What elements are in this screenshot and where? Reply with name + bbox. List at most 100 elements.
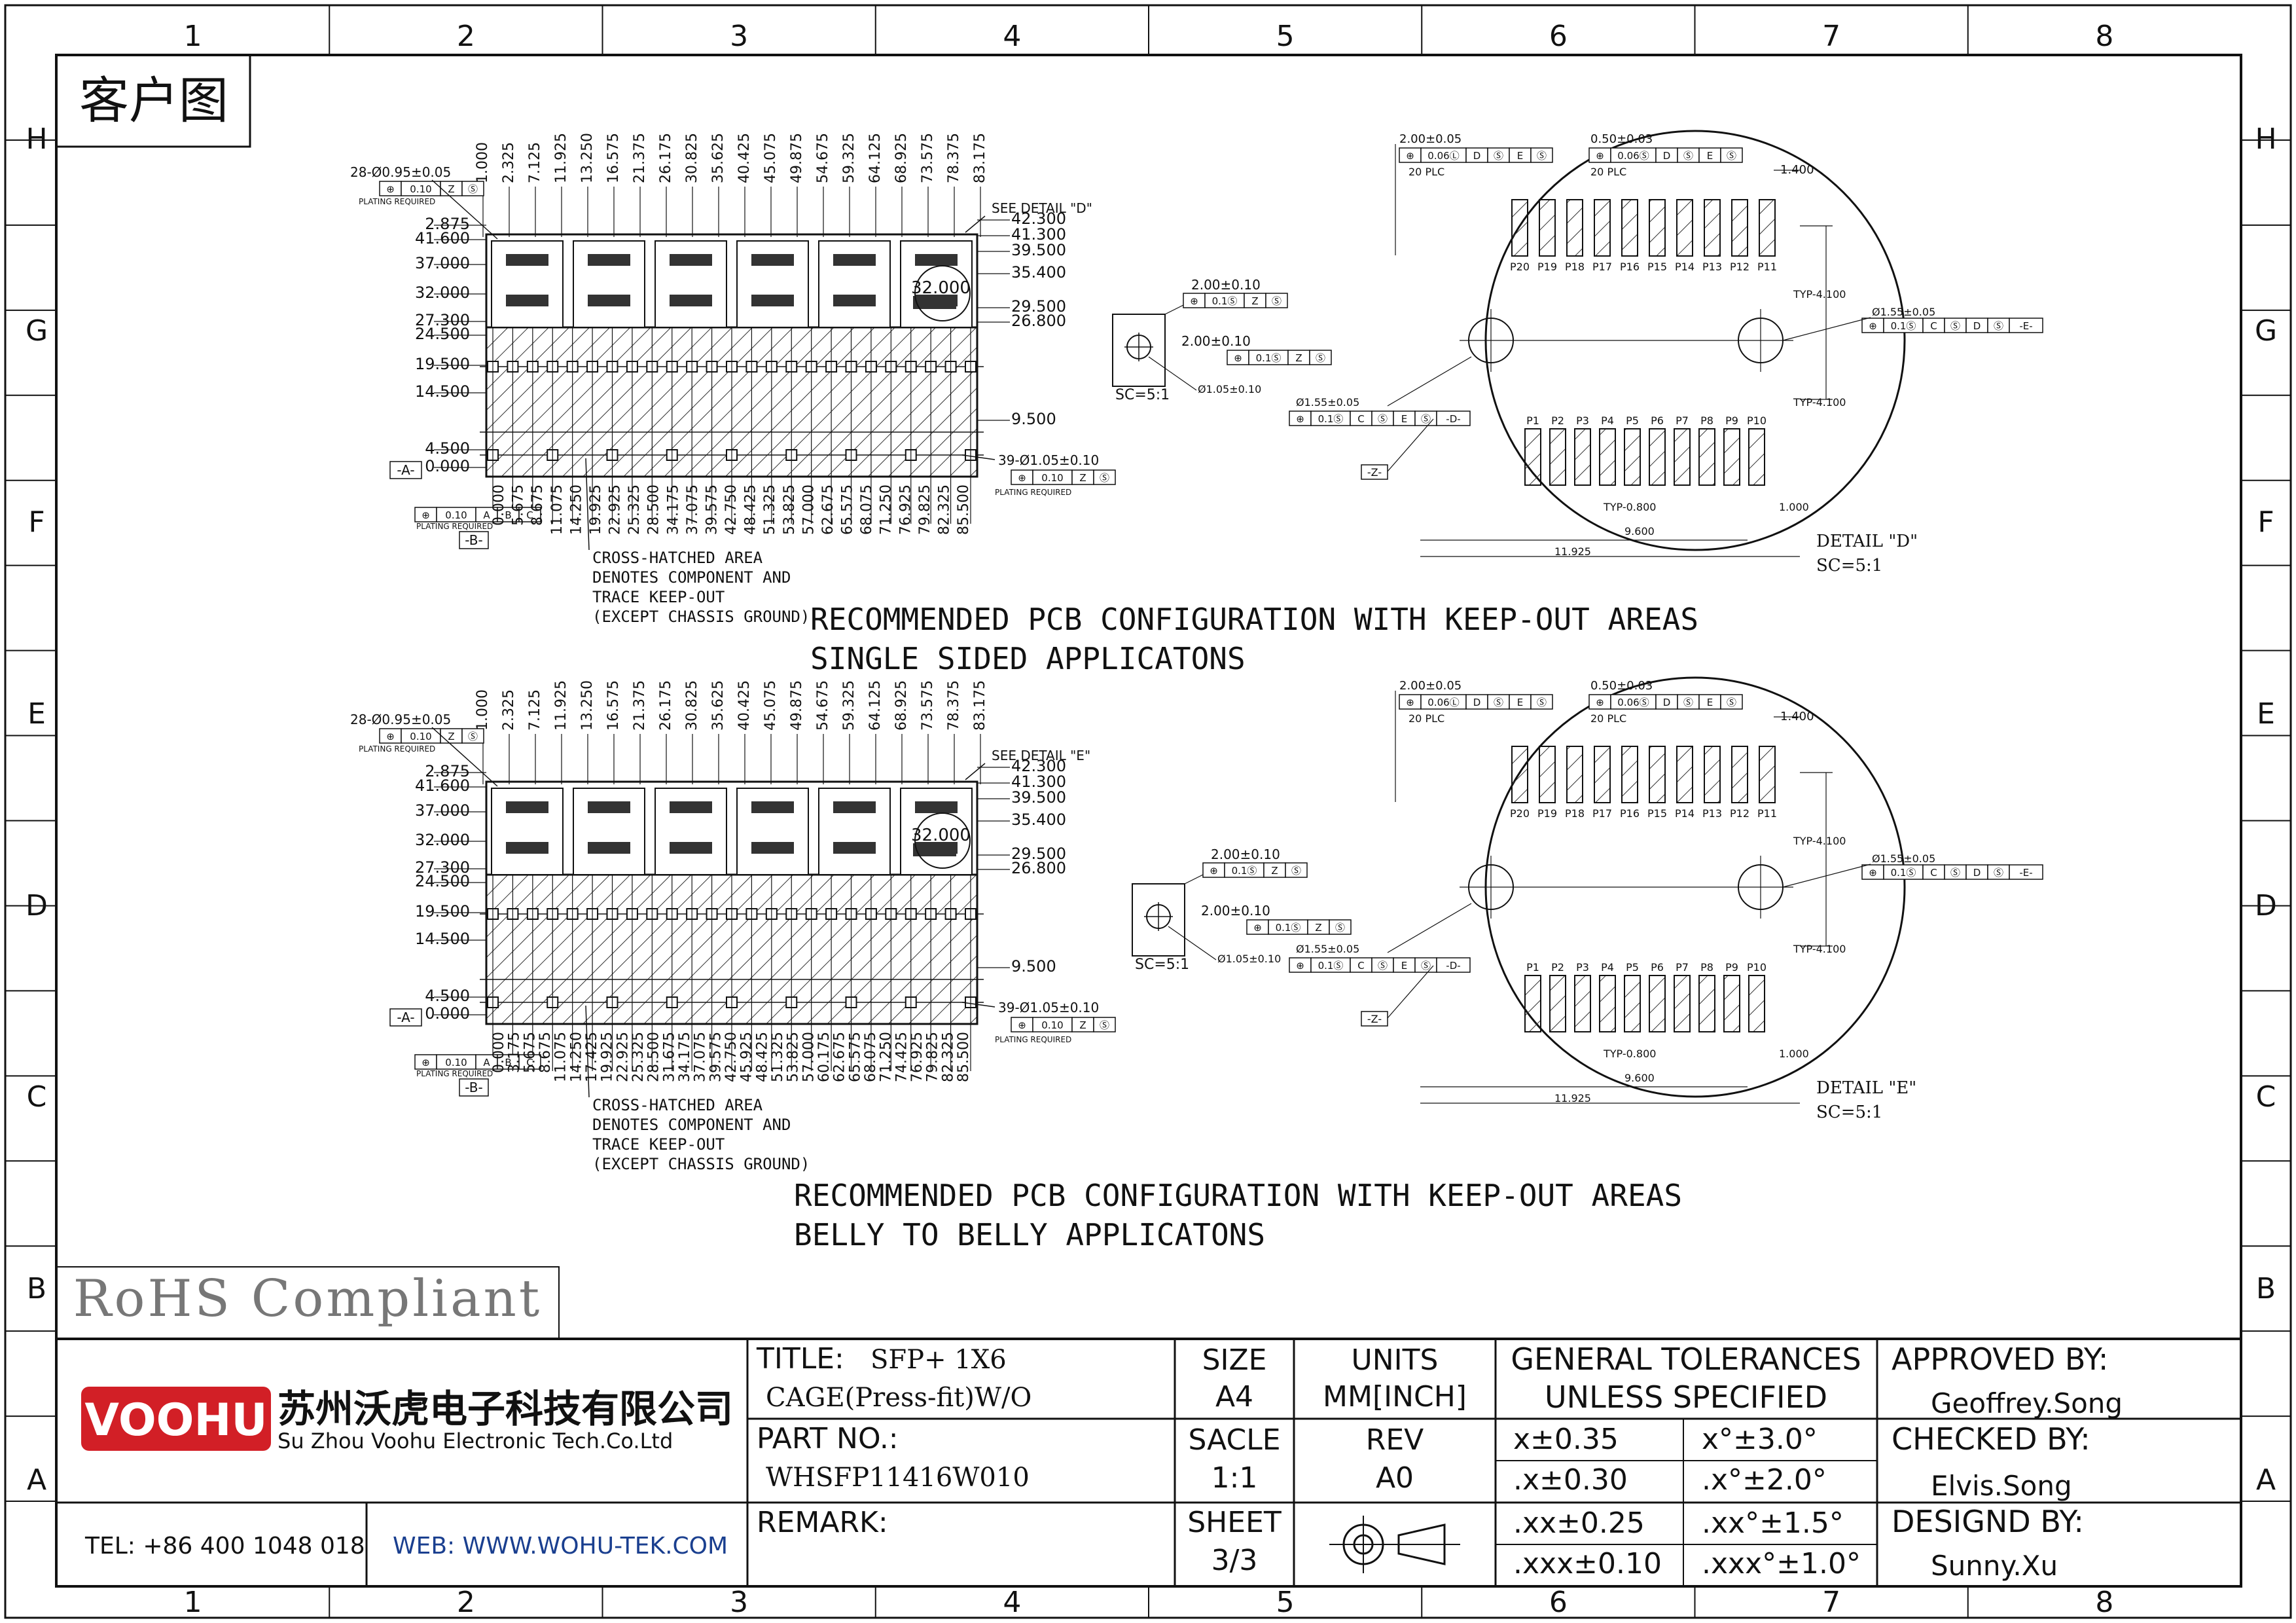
dimension-label: P20 bbox=[1510, 807, 1530, 820]
dimension-label: H bbox=[26, 122, 47, 156]
contact-pad-top bbox=[1566, 199, 1583, 257]
dimension-label: A bbox=[27, 1463, 46, 1497]
dimension-label: F bbox=[28, 505, 45, 539]
dimension-label: 19.500 bbox=[415, 902, 470, 921]
dimension-label: 42.750 bbox=[723, 1032, 740, 1082]
connector-pads-top bbox=[588, 801, 630, 813]
rev-value: A0 bbox=[1376, 1461, 1414, 1495]
fcf-text: Ⓢ bbox=[1950, 867, 1960, 879]
dimension-label: 48.425 bbox=[743, 484, 759, 535]
dimension-label: 2.00±0.10 bbox=[1191, 277, 1261, 293]
detail-callout-circle bbox=[914, 812, 971, 869]
fcf-text: 0.06Ⓢ bbox=[1617, 150, 1649, 162]
fcf-text: ⊕ bbox=[386, 731, 395, 742]
company-logo: VOOHU bbox=[81, 1387, 271, 1451]
drawing-line bbox=[1168, 926, 1217, 960]
dimension-label: 16.575 bbox=[605, 680, 622, 731]
dimension-label: 42.300 bbox=[1011, 210, 1066, 228]
fcf-text: ⊕ bbox=[386, 183, 395, 195]
tolerances-label-2: UNLESS SPECIFIED bbox=[1545, 1379, 1827, 1415]
dimension-label: 1 bbox=[184, 1586, 202, 1619]
connector-pads-top bbox=[670, 801, 712, 813]
connector-pads-top bbox=[833, 254, 876, 266]
dimension-label: 9.500 bbox=[1011, 957, 1056, 976]
fcf-cell bbox=[518, 507, 541, 522]
drawing-line bbox=[965, 215, 986, 233]
dimension-label: DETAIL "E" bbox=[1816, 1078, 1916, 1098]
dimension-label: .xxx±0.10 bbox=[1513, 1547, 1662, 1580]
logo-text: VOOHU bbox=[84, 1395, 267, 1446]
dimension-label: 1.000 bbox=[475, 689, 491, 731]
dimension-label: 20 PLC bbox=[1408, 712, 1444, 725]
contact-pad-bottom bbox=[1674, 975, 1691, 1032]
fcf-text: 0.06Ⓢ bbox=[1617, 697, 1649, 708]
dimension-label: 65.575 bbox=[840, 484, 856, 535]
fcf-text: Ⓢ bbox=[1950, 320, 1960, 332]
contact-pad-top bbox=[1511, 746, 1528, 803]
datum-z-box bbox=[1361, 1011, 1388, 1027]
checked-label: CHECKED BY: bbox=[1892, 1421, 2090, 1457]
dimension-label: 39.500 bbox=[1011, 241, 1066, 259]
dimension-label: 71.250 bbox=[878, 1032, 895, 1082]
dimension-label: 16.575 bbox=[605, 133, 622, 183]
fcf-text: Ⓢ bbox=[1421, 413, 1431, 425]
dimension-label: 62.675 bbox=[832, 1032, 848, 1082]
dimension-label: P3 bbox=[1576, 414, 1589, 427]
dimension-label: P17 bbox=[1592, 261, 1612, 273]
rev-label: REV bbox=[1366, 1423, 1424, 1457]
datum-b-box bbox=[459, 1078, 489, 1097]
dimension-label: C bbox=[2256, 1080, 2276, 1114]
dimension-label: 40.425 bbox=[736, 680, 753, 731]
dimension-label: 68.075 bbox=[863, 1032, 879, 1082]
contact-pad-top bbox=[1649, 746, 1666, 803]
fcf-text: 0.10 bbox=[410, 731, 431, 742]
dimension-label: P1 bbox=[1526, 961, 1539, 974]
dimension-label: 35.625 bbox=[710, 680, 726, 731]
dimension-label: 19.925 bbox=[588, 484, 604, 535]
datum-z-box bbox=[1361, 464, 1388, 480]
third-angle-projection-icon bbox=[1329, 1516, 1460, 1573]
fcf-text: 0.1Ⓢ bbox=[1891, 867, 1916, 879]
contact-pad-bottom bbox=[1748, 428, 1765, 486]
dimension-label: .x±0.30 bbox=[1513, 1463, 1628, 1497]
fcf-text: Ⓢ bbox=[1421, 960, 1431, 972]
contact-pad-bottom bbox=[1524, 428, 1541, 486]
contact-pad-bottom bbox=[1624, 428, 1641, 486]
tolerances-label-1: GENERAL TOLERANCES bbox=[1511, 1341, 1861, 1377]
dimension-label: 0.50±0.03 bbox=[1590, 679, 1653, 693]
dimension-label: 8.675 bbox=[529, 484, 546, 526]
dimension-label: 13.250 bbox=[579, 680, 596, 731]
dimension-label: H bbox=[2255, 122, 2276, 156]
dimension-label: x°±3.0° bbox=[1702, 1423, 1818, 1456]
dimension-label: 14.500 bbox=[415, 930, 470, 948]
connector-pads-top bbox=[751, 254, 794, 266]
dimension-label: B bbox=[2256, 1272, 2276, 1305]
dimension-label: 73.575 bbox=[920, 680, 936, 731]
connector-pads-bottom bbox=[506, 842, 548, 854]
designed-value: Sunny.Xu bbox=[1931, 1550, 2058, 1582]
dimension-label: 7.125 bbox=[527, 689, 543, 731]
dimension-label: TYP-4.100 bbox=[1793, 835, 1846, 847]
fcf-cell bbox=[1309, 350, 1332, 365]
dimension-label: 2.00±0.10 bbox=[1181, 333, 1251, 349]
cage-cell bbox=[655, 788, 727, 875]
dimension-label: 2.875 bbox=[425, 215, 470, 233]
dimension-label: P8 bbox=[1700, 961, 1713, 974]
dimension-label: A bbox=[2256, 1463, 2276, 1497]
caption-single: RECOMMENDED PCB CONFIGURATION WITH KEEP-… bbox=[810, 602, 1698, 676]
dimension-label: 30.825 bbox=[684, 133, 700, 183]
drawing-line bbox=[1387, 903, 1472, 953]
fcf-text: ⊕ bbox=[1869, 320, 1877, 332]
fcf-text: ⊕ bbox=[1406, 697, 1414, 708]
dimension-label: SC=5:1 bbox=[1816, 556, 1882, 575]
center-pad-block bbox=[913, 296, 956, 309]
contact-pad-top bbox=[1759, 746, 1776, 803]
checked-value: Elvis.Song bbox=[1931, 1470, 2072, 1502]
dimension-label: C bbox=[27, 1080, 47, 1114]
dimension-label: PLATING REQUIRED bbox=[359, 744, 435, 754]
dimension-label: 2.325 bbox=[501, 689, 517, 731]
dimension-label: 11.925 bbox=[553, 680, 569, 731]
